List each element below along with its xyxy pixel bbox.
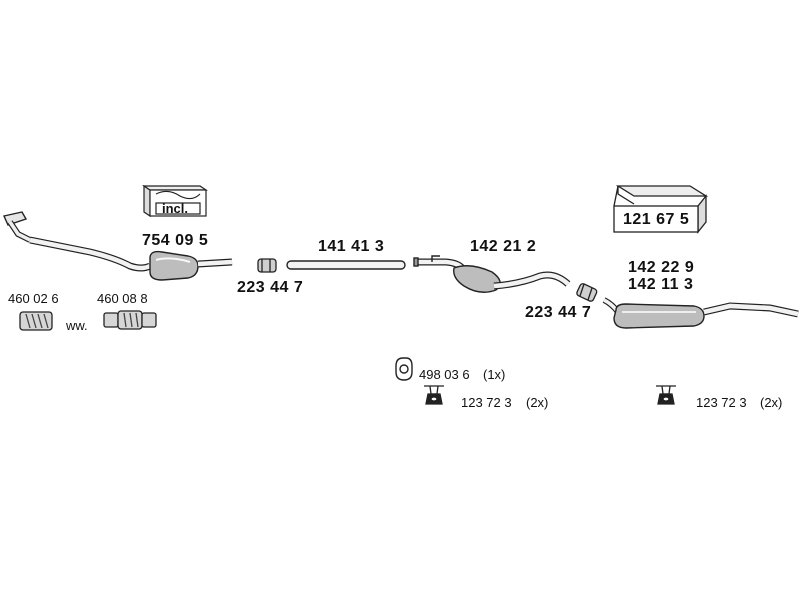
middle-pipe-part-number: 141 41 3 bbox=[318, 238, 385, 255]
rear-clamp-part-number: 223 44 7 bbox=[525, 304, 592, 321]
catalytic-converter-part-number: 754 09 5 bbox=[142, 232, 209, 249]
rubber-ring-part-number: 498 03 6 bbox=[419, 367, 470, 382]
connector-b-part-number: 460 08 8 bbox=[97, 291, 148, 306]
mounting-kit-part-number: 121 67 5 bbox=[623, 211, 690, 228]
connector-a-icon[interactable] bbox=[19, 311, 53, 331]
connector-b-icon[interactable] bbox=[103, 310, 157, 330]
hanger-rear-part-number: 123 72 3 bbox=[696, 395, 747, 410]
front-clamp-icon[interactable] bbox=[257, 258, 277, 273]
connector-a-part-number: 460 02 6 bbox=[8, 291, 59, 306]
centre-silencer-icon[interactable] bbox=[413, 255, 571, 293]
front-clamp-part-number: 223 44 7 bbox=[237, 279, 304, 296]
rubber-ring-icon[interactable] bbox=[395, 357, 413, 381]
hanger-center-quantity: (2x) bbox=[526, 395, 549, 410]
hanger-center-part-number: 123 72 3 bbox=[461, 395, 512, 410]
mounting-kit-box-icon[interactable] bbox=[142, 184, 208, 218]
rear-silencer-part-number-b: 142 11 3 bbox=[628, 276, 694, 293]
kit-incl-label: incl. bbox=[162, 201, 189, 216]
connector-separator-label: ww. bbox=[66, 318, 88, 333]
hanger-center-icon[interactable] bbox=[424, 385, 444, 405]
mounting-kit-large-box-icon[interactable] bbox=[613, 185, 709, 234]
hanger-rear-icon[interactable] bbox=[656, 385, 676, 405]
catalytic-converter-icon[interactable] bbox=[3, 211, 233, 281]
centre-silencer-part-number: 142 21 2 bbox=[470, 238, 537, 255]
rear-silencer-icon[interactable] bbox=[602, 297, 799, 329]
rear-silencer-part-number-a: 142 22 9 bbox=[628, 259, 695, 276]
rear-clamp-icon[interactable] bbox=[576, 283, 598, 302]
rubber-ring-quantity: (1x) bbox=[483, 367, 506, 382]
middle-pipe-icon[interactable] bbox=[286, 260, 406, 270]
hanger-rear-quantity: (2x) bbox=[760, 395, 783, 410]
